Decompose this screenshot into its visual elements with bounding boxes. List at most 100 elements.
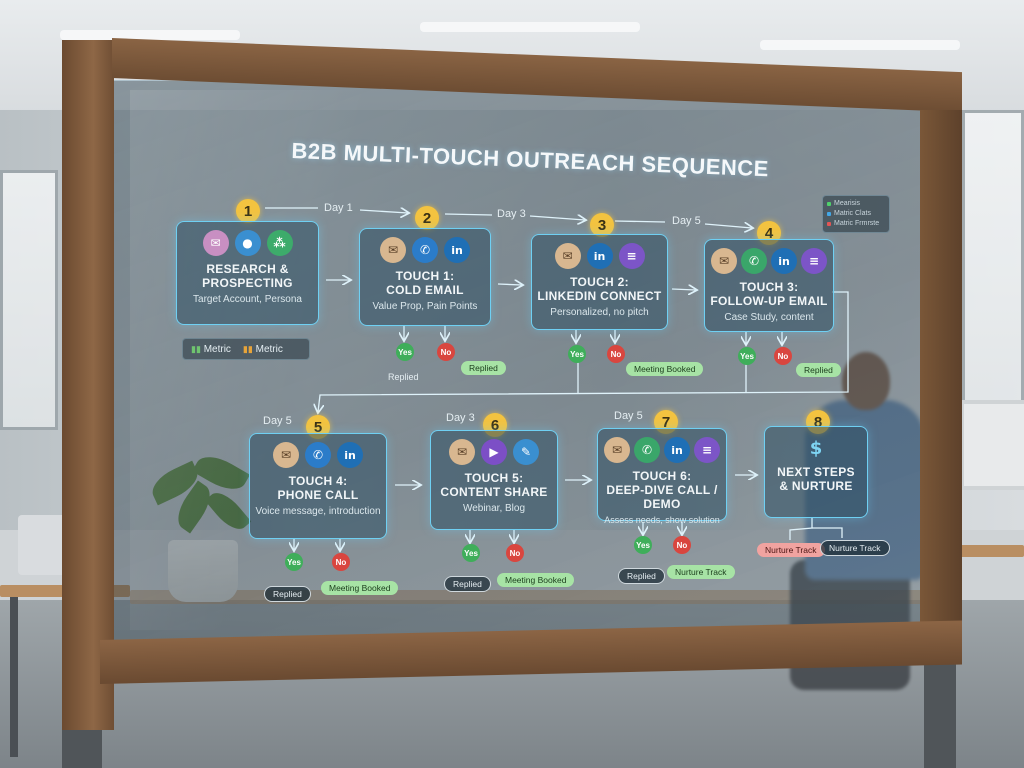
office-window	[0, 170, 58, 430]
step-card-linkedin-connect[interactable]: ✉ in ≡ TOUCH 2: LINKEDIN CONNECT Persona…	[531, 234, 668, 330]
mail-icon: ✉	[554, 243, 581, 269]
step-card-cold-email[interactable]: ✉ ✆ in TOUCH 1: COLD EMAIL Value Prop, P…	[359, 228, 491, 326]
linkedin-icon: in	[337, 442, 363, 468]
step-subtitle: Webinar, Blog	[462, 503, 526, 514]
step-number: 1	[236, 199, 260, 223]
linkedin-icon: in	[444, 237, 470, 263]
step-subtitle: Assess needs, show solution	[604, 515, 720, 525]
yes-badge: Yes	[568, 345, 586, 363]
step-title: NEXT STEPS	[777, 465, 855, 479]
day-label: Day 5	[263, 415, 292, 427]
outcome-pill: Replied	[444, 576, 491, 592]
outcome-pill: Meeting Booked	[626, 362, 704, 376]
document-icon: ≡	[618, 243, 645, 269]
step-card-phone-call[interactable]: ✉ ✆ in TOUCH 4: PHONE CALL Voice message…	[249, 433, 387, 539]
step-number: 2	[415, 206, 439, 230]
step-card-follow-up-email[interactable]: ✉ ✆ in ≡ TOUCH 3: FOLLOW-UP EMAIL Case S…	[704, 239, 834, 332]
step-title: DEEP-DIVE CALL / DEMO	[606, 483, 718, 511]
metric-box: ▮▮ Metric ▮▮ Metric	[182, 338, 310, 360]
metric-item: ▮▮ Metric	[191, 343, 231, 355]
step-title: TOUCH 4:	[288, 474, 348, 488]
video-icon: ▶	[481, 439, 507, 465]
outcome-pill: Nurture Track	[757, 543, 825, 557]
mail-icon: ✉	[273, 442, 299, 468]
metric-item: ▮▮ Metric	[242, 343, 283, 355]
bar-chart-icon: ▮▮	[191, 343, 201, 354]
monitor	[960, 400, 1024, 490]
step-title: PHONE CALL	[277, 488, 359, 502]
outcome-pill: Replied	[618, 568, 665, 584]
outcome-pill: Nurture Track	[820, 540, 890, 556]
ceiling-light	[60, 30, 240, 40]
yes-badge: Yes	[396, 343, 414, 361]
step-card-next-steps[interactable]: $ NEXT STEPS & NURTURE	[764, 426, 868, 518]
step-card-content-share[interactable]: ✉ ▶ ✎ TOUCH 5: CONTENT SHARE Webinar, Bl…	[430, 430, 558, 530]
office-window	[962, 110, 1024, 440]
step-title: TOUCH 6:	[632, 469, 692, 483]
step-subtitle: Case Study, content	[724, 312, 814, 323]
outcome-pill: Replied	[264, 586, 311, 602]
mail-icon: ✉	[202, 230, 229, 256]
outcome-label: Replied	[388, 372, 419, 382]
step-title: RESEARCH &	[206, 262, 289, 276]
no-badge: No	[332, 553, 350, 571]
legend-item: Mearisis	[827, 199, 885, 209]
outcome-pill: Replied	[796, 363, 841, 377]
no-badge: No	[673, 536, 691, 554]
frame-right	[920, 110, 962, 650]
no-badge: No	[774, 347, 792, 365]
step-title: TOUCH 1:	[395, 269, 455, 283]
step-card-research[interactable]: ✉ ● ⁂ RESEARCH & PROSPECTING Target Acco…	[176, 221, 319, 325]
phone-icon: ✆	[741, 248, 767, 274]
step-title: TOUCH 3:	[739, 280, 799, 294]
step-title: CONTENT SHARE	[440, 485, 548, 499]
yes-badge: Yes	[738, 347, 756, 365]
frame-stand	[924, 655, 956, 768]
step-subtitle: Personalized, no pitch	[550, 307, 649, 318]
outcome-pill: Meeting Booked	[497, 573, 575, 587]
bar-chart-icon: ▮▮	[242, 343, 253, 354]
step-title: & NURTURE	[779, 479, 853, 493]
step-title: FOLLOW-UP EMAIL	[710, 294, 828, 308]
day-label: Day 5	[614, 410, 643, 422]
desk-leg	[10, 597, 18, 757]
legend-item: Matric Frmrste	[827, 219, 885, 229]
no-badge: No	[506, 544, 524, 562]
step-title: COLD EMAIL	[386, 283, 464, 297]
no-badge: No	[607, 345, 625, 363]
frame-left	[62, 40, 114, 730]
document-icon: ≡	[801, 248, 827, 274]
outcome-pill: Nurture Track	[667, 565, 735, 579]
person-icon: ●	[234, 230, 261, 256]
step-subtitle: Voice message, introduction	[255, 506, 381, 517]
mail-icon: ✉	[711, 248, 737, 274]
phone-icon: ✆	[412, 237, 438, 263]
linkedin-icon: in	[771, 248, 797, 274]
yes-badge: Yes	[634, 536, 652, 554]
day-label: Day 3	[497, 208, 526, 220]
step-subtitle: Value Prop, Pain Points	[372, 301, 478, 312]
legend-item: Matric Clats	[827, 209, 885, 219]
glass-reflection	[130, 90, 390, 630]
document-icon: ≡	[694, 437, 720, 463]
outcome-pill: Replied	[461, 361, 506, 375]
step-title: LINKEDIN CONNECT	[537, 289, 662, 303]
ceiling-light	[420, 22, 640, 32]
no-badge: No	[437, 343, 455, 361]
step-subtitle: Target Account, Persona	[193, 294, 302, 305]
day-label: Day 3	[446, 412, 475, 424]
ceiling-light	[760, 40, 960, 50]
yes-badge: Yes	[462, 544, 480, 562]
legend: Mearisis Matric Clats Matric Frmrste	[822, 195, 890, 233]
outcome-pill: Meeting Booked	[321, 581, 399, 595]
day-label: Day 5	[672, 215, 701, 227]
mail-icon: ✉	[604, 437, 630, 463]
step-card-deep-dive-call[interactable]: ✉ ✆ in ≡ TOUCH 6: DEEP-DIVE CALL / DEMO …	[597, 428, 727, 525]
phone-icon: ✆	[305, 442, 331, 468]
linkedin-icon: in	[664, 437, 690, 463]
edit-icon: ✎	[513, 439, 539, 465]
group-icon: ⁂	[266, 230, 293, 256]
mail-icon: ✉	[380, 237, 406, 263]
yes-badge: Yes	[285, 553, 303, 571]
dollar-hand-icon: $	[809, 437, 823, 459]
